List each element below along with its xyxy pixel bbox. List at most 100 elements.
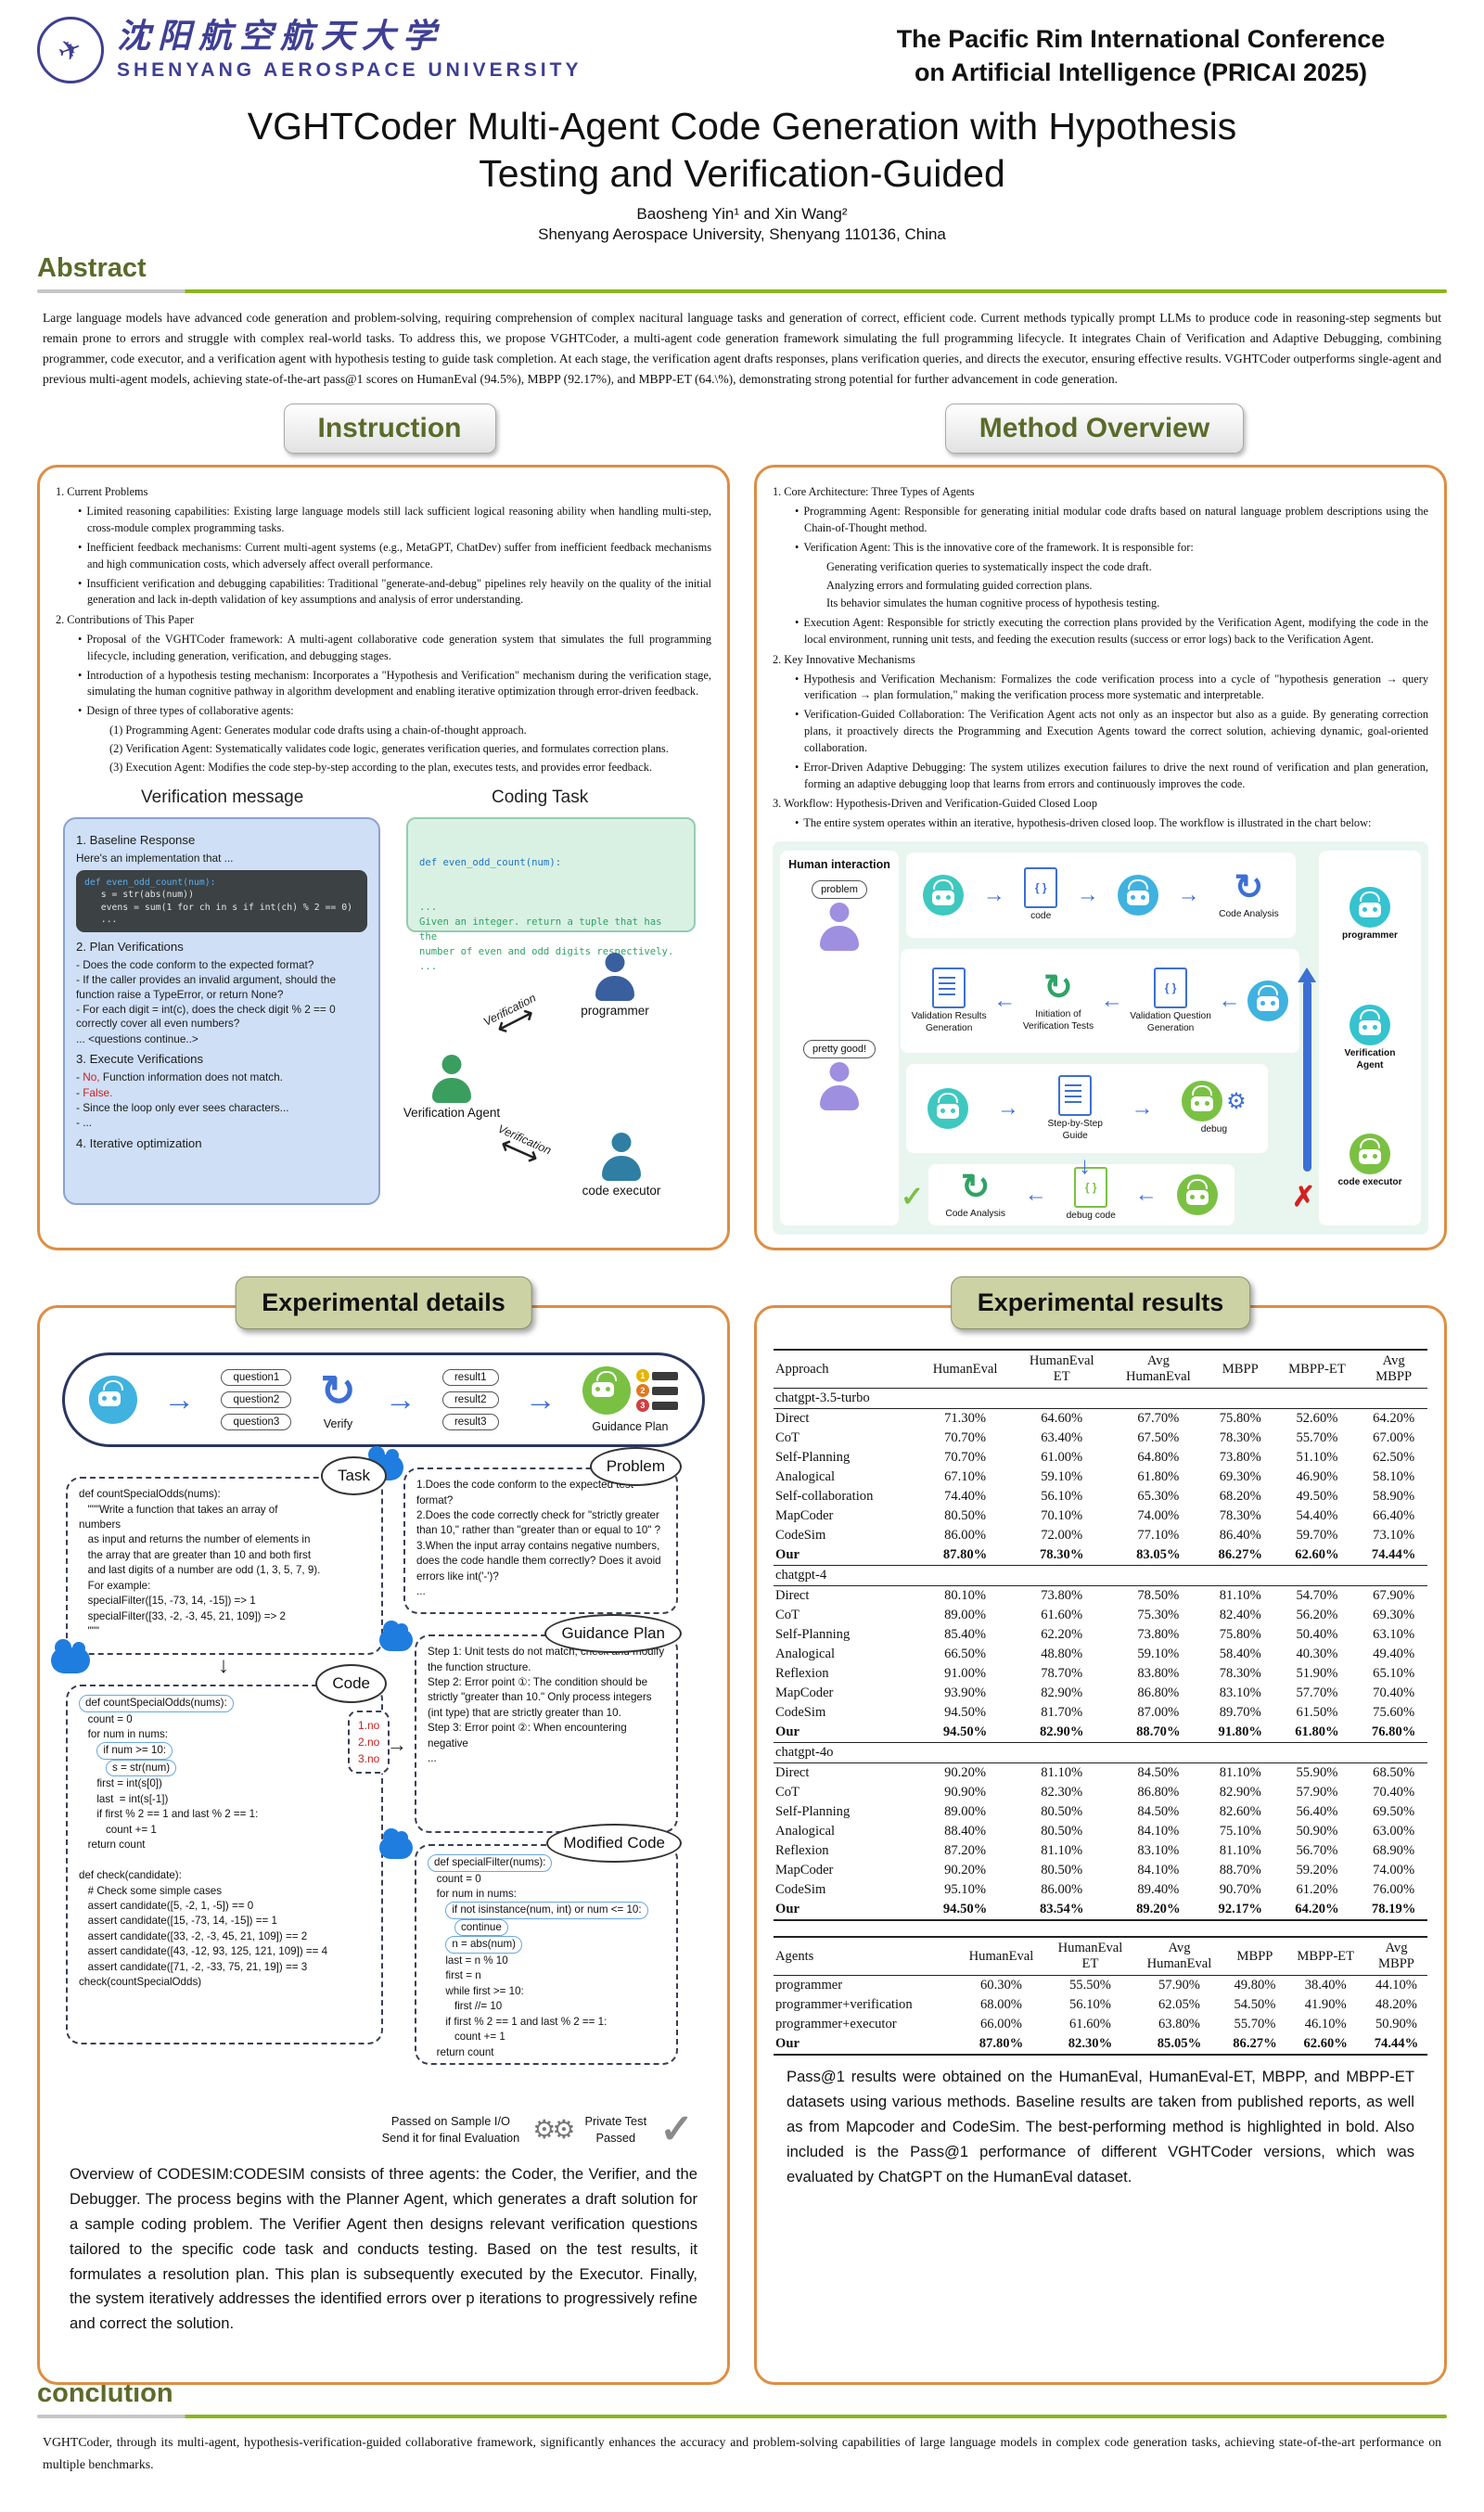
table-cell: 76.80% [1371,1724,1416,1740]
brain-icon [379,1621,413,1652]
table-cell: 85.40% [944,1627,987,1643]
code-line: """ [79,1625,100,1638]
baseline-response-heading: 1. Baseline Response [76,832,196,847]
instruction-box: 1. Current Problems•Limited reasoning ca… [37,465,730,1251]
code-line: assert candidate([71, -2, -33, 75, 21, 1… [79,1960,308,1973]
arrow-right-icon [163,1382,195,1418]
table-cell: 73.80% [1137,1627,1180,1643]
method-overview-box: 1. Core Architecture: Three Types of Age… [754,465,1447,1251]
code-label: code [1030,911,1052,922]
code-line: for num in nums: [428,1888,518,1901]
table-cell: Reflexion [775,1843,829,1859]
verification-agent-label: Verification Agent [1344,1047,1396,1070]
arrow-down-icon [218,1653,229,1679]
flag-item: 1.no [358,1719,380,1733]
table-cell: 56.40% [1296,1804,1338,1820]
list-item: •Verification-Guided Collaboration: The … [795,708,1428,754]
table-cell: 48.20% [1375,1997,1417,2013]
code-analysis-label: Code Analysis [1219,909,1279,920]
table-cell: 70.70% [944,1450,987,1466]
table-cell: 80.50% [1041,1824,1083,1839]
table-cell: 62.05% [1158,1997,1200,2013]
guidance-robot-icon [582,1366,631,1416]
column-header: Avg MBPP [1360,1349,1427,1390]
table-cell: Self-Planning [775,1450,851,1466]
section-buttons-row1: Instruction Method Overview [37,404,1447,455]
table-cell: 55.50% [1068,1978,1111,1993]
table-cell: 89.70% [1219,1705,1261,1721]
planner-robot-icon [89,1376,137,1425]
code-line: assert candidate([5, -2, 1, -5]) == 0 [79,1900,254,1912]
column-header: Approach [774,1349,917,1390]
table-cell: 55.70% [1234,2017,1276,2032]
table-cell: 81.70% [1041,1705,1083,1721]
table-cell: 88.70% [1219,1863,1261,1878]
table-cell: 63.10% [1373,1627,1415,1643]
table-cell: 75.30% [1137,1608,1180,1623]
table-cell: 89.00% [944,1608,987,1623]
table-cell: 81.10% [1041,1843,1083,1859]
programmer-label: programmer [581,1003,649,1018]
table-cell: 50.90% [1375,2017,1417,2032]
table-cell: 75.80% [1219,1627,1261,1643]
table-cell: 59.10% [1041,1469,1083,1485]
table-cell: CodeSim [775,1882,826,1898]
table-cell: 83.10% [1219,1685,1261,1701]
programmer-robot-icon [1349,887,1390,929]
code-line: specialFilter([15, -73, 14, -15]) => 1 [79,1595,256,1608]
table-cell: 78.30% [1219,1430,1261,1446]
code-line: return count [428,2045,494,2058]
table-cell: 70.70% [944,1430,987,1446]
list-item: •Limited reasoning capabilities: Existin… [78,505,711,535]
code-box: Code def countSpecialOdds(nums): count =… [66,1664,387,2045]
arrow-right-icon [385,1382,416,1418]
table-cell: 49.50% [1296,1489,1338,1505]
workflow-diagram: Human interaction problem pretty good! c… [773,841,1428,1236]
plan-verification-item: ... <questions continue..> [76,1032,198,1045]
table-cell: 67.00% [1373,1430,1415,1446]
list-item: Analyzing errors and formulating guided … [826,578,1093,592]
list-item: Its behavior simulates the human cogniti… [826,596,1160,610]
verification-demo: Verification message Coding Task 1. Base… [56,788,711,1212]
code-line: Step 3: Error point ②: When encountering… [428,1722,627,1749]
code-line: n = abs(num) [428,1936,665,1954]
table-cell: 75.80% [1219,1411,1261,1427]
table-cell: 74.00% [1137,1508,1180,1524]
column-header: MBPP-ET [1273,1349,1361,1390]
code-line: 1.Does the code conform to the expected … [416,1479,633,1506]
section-label: chatgpt-3.5-turbo [774,1388,1427,1410]
task-bubble: Task [321,1456,387,1496]
table-cell: 54.50% [1234,1997,1276,2013]
code-line: evens = sum(1 for ch in s if int(ch) % 2… [84,902,353,913]
table-cell: 73.80% [1041,1588,1083,1604]
table-cell: 56.20% [1296,1608,1338,1623]
question-pill: question1 [221,1369,292,1387]
abstract-heading: Abstract [37,253,147,284]
poster-title: VGHTCoder Multi-Agent Code Generation wi… [247,104,1237,196]
code-line: count = 0 [79,1712,133,1725]
validation-question-label: Validation Question Generation [1130,1010,1211,1033]
table-cell: 61.60% [1041,1608,1083,1623]
table-cell: 70.10% [1041,1508,1083,1524]
table-cell: 95.10% [944,1882,987,1898]
table-cell: 64.20% [1373,1411,1415,1427]
result-pill: result3 [441,1414,499,1431]
code-line [79,1853,370,1868]
table-cell: Analogical [775,1824,836,1839]
execute-verification-item: - False. [76,1085,113,1099]
header: 沈阳航空航天大学 SHENYANG AEROSPACE UNIVERSITY T… [37,17,1447,90]
arrow-right-icon [387,1733,407,1757]
table-cell: 80.10% [944,1588,987,1604]
experimental-details-column: Experimental details question1question2q… [37,1276,730,2386]
task-box: Task def countSpecialOdds(nums): """Writ… [66,1456,387,1656]
